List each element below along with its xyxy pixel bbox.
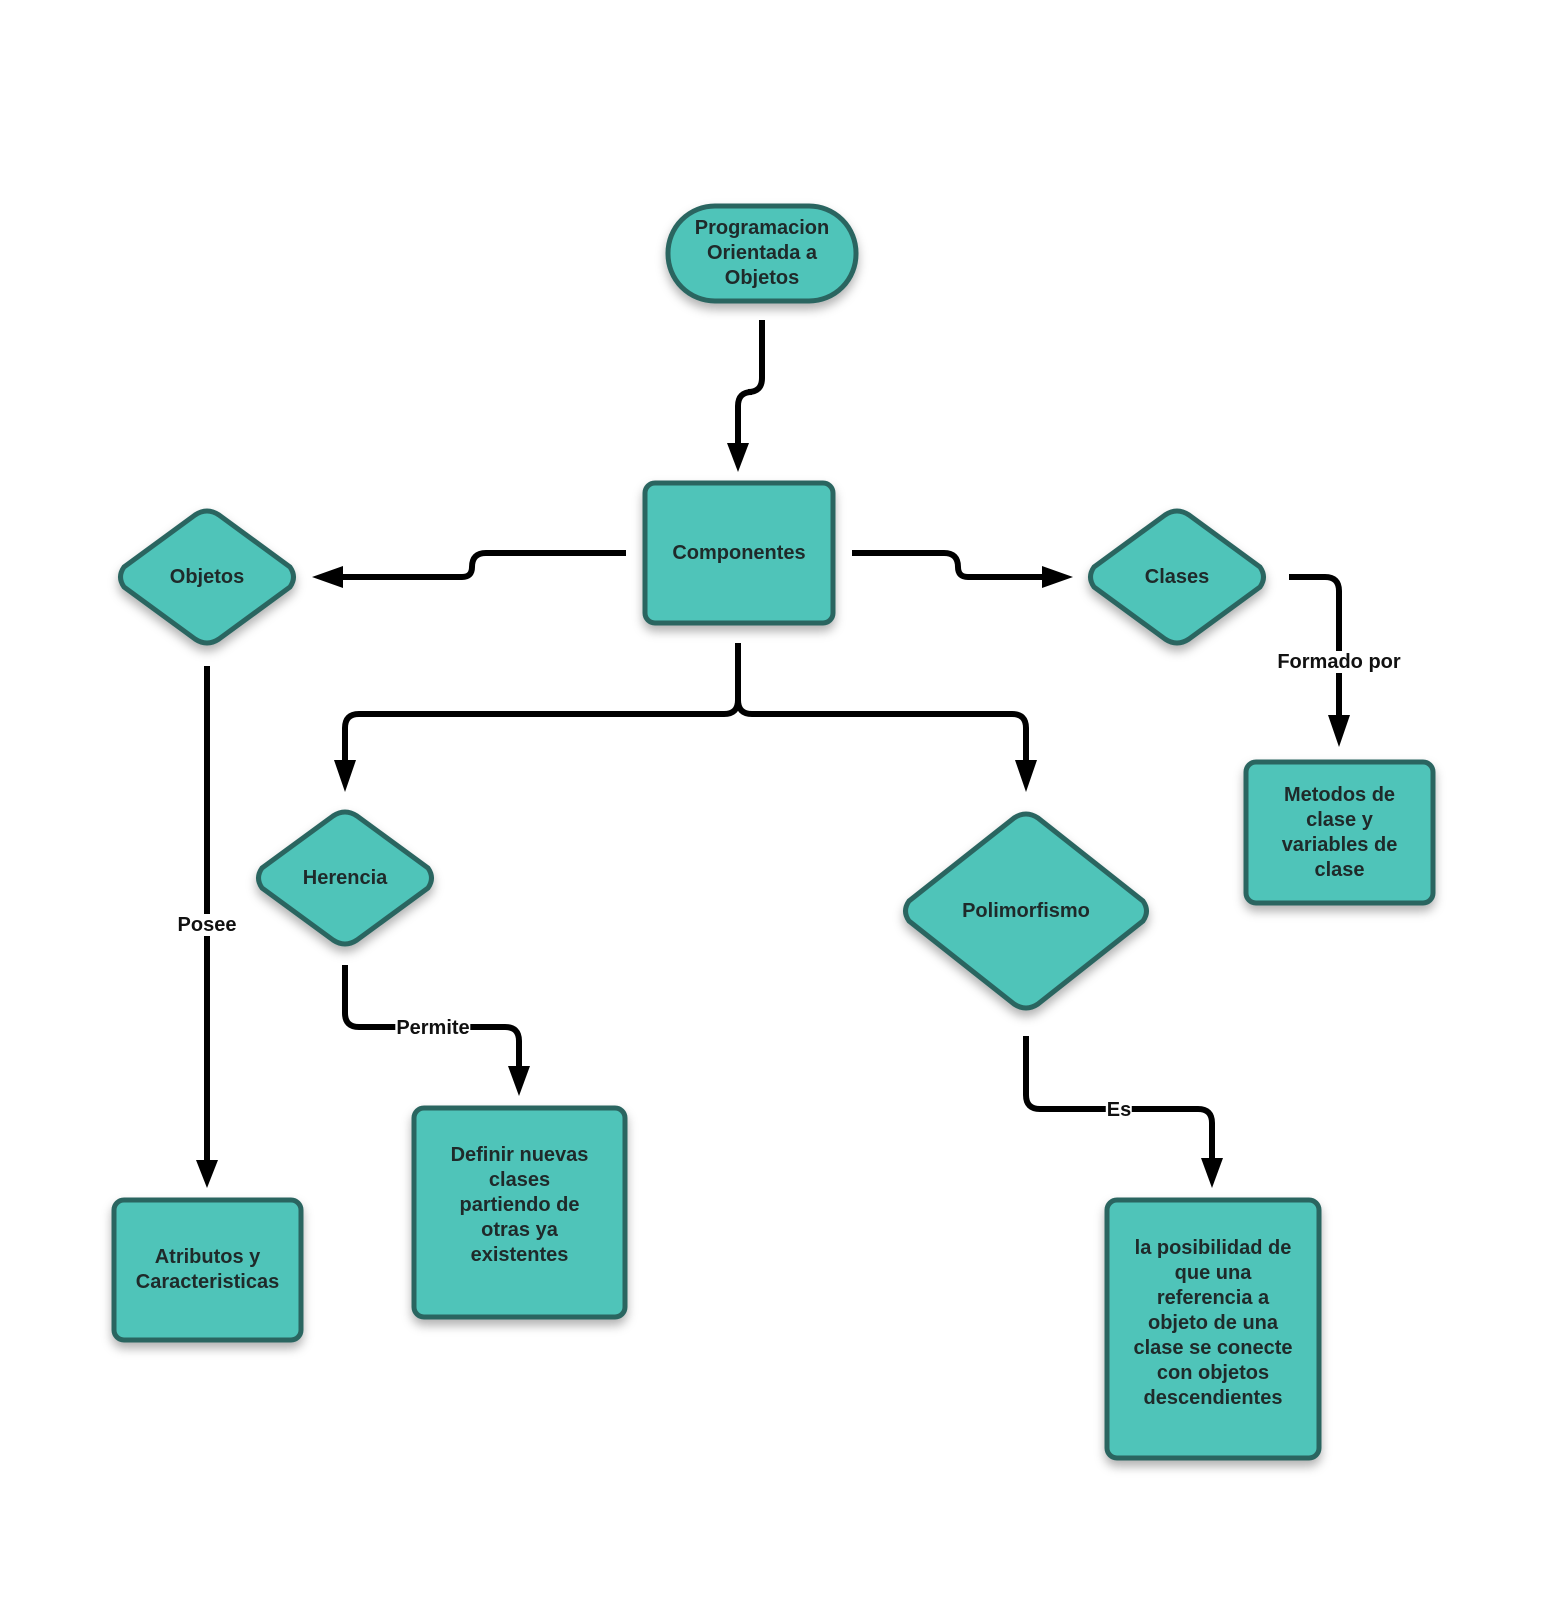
node-clases-label: Clases bbox=[1144, 565, 1210, 588]
arrowhead-posibilidad bbox=[1201, 1158, 1223, 1188]
node-herencia-shape bbox=[256, 809, 434, 947]
arrowhead-polimorfismo bbox=[1015, 760, 1037, 792]
arrowhead-herencia bbox=[334, 760, 356, 792]
node-atributos-shape bbox=[111, 1197, 304, 1343]
node-poo-shape bbox=[665, 203, 859, 304]
node-posibilidad-label: la posibilidad de que una referencia a o… bbox=[1133, 1236, 1293, 1409]
edge-label-permite: Permite bbox=[395, 1017, 471, 1039]
node-definir-label: Definir nuevas clases partiendo de otras… bbox=[450, 1144, 589, 1266]
edge-componentes-polimorfismo bbox=[735, 699, 1029, 765]
edge-label-posee: Posee bbox=[176, 914, 238, 936]
edge-label-formado-por: Formado por bbox=[1276, 651, 1402, 673]
node-clases-shape bbox=[1088, 508, 1266, 646]
arrowhead-objetos bbox=[312, 566, 343, 588]
arrowhead-atributos bbox=[196, 1160, 218, 1188]
edge-componentes-clases bbox=[852, 550, 1045, 580]
edge-clases-metodos bbox=[1289, 574, 1342, 720]
node-metodos-shape bbox=[1243, 759, 1436, 906]
node-metodos-label: Metodos de clase y variables de clase bbox=[1281, 783, 1398, 881]
node-posibilidad-shape bbox=[1104, 1197, 1322, 1461]
node-objetos-label: Objetos bbox=[169, 565, 245, 588]
arrowhead-definir bbox=[508, 1066, 530, 1096]
node-componentes-label: Componentes bbox=[672, 541, 806, 564]
node-componentes-shape bbox=[642, 480, 836, 626]
node-polimorfismo-label: Polimorfismo bbox=[962, 899, 1090, 922]
arrowhead-componentes bbox=[727, 443, 749, 472]
edge-poo-componentes bbox=[735, 320, 765, 448]
arrowhead-clases bbox=[1042, 566, 1073, 588]
arrowhead-metodos bbox=[1328, 715, 1350, 747]
edge-componentes-herencia bbox=[342, 643, 741, 765]
node-objetos-shape bbox=[118, 508, 296, 646]
node-atributos-label: Atributos y Caracteristicas bbox=[135, 1246, 280, 1293]
edge-componentes-objetos bbox=[340, 550, 626, 580]
node-definir-shape bbox=[411, 1105, 628, 1320]
node-herencia-label: Herencia bbox=[302, 866, 388, 889]
edge-label-es: Es bbox=[1105, 1099, 1133, 1121]
node-polimorfismo-shape bbox=[903, 811, 1149, 1011]
node-poo-label: Programacion Orientada a Objetos bbox=[694, 217, 830, 289]
